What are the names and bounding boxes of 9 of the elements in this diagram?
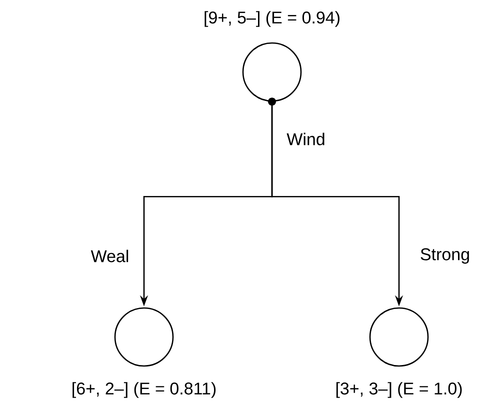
edge-label: Weal (90, 250, 128, 262)
node-circle (242, 42, 302, 102)
node-circle (114, 307, 174, 367)
edge-label: Strong (420, 248, 469, 264)
node-caption: [9+, 5–] (E = 0.94) (204, 11, 340, 27)
branch-label: Wind (286, 132, 324, 146)
node-circle (369, 307, 429, 367)
node-caption: [3+, 3–] (E = 1.0) (336, 382, 462, 398)
node-caption: [6+, 2–] (E = 0.811) (72, 382, 216, 398)
